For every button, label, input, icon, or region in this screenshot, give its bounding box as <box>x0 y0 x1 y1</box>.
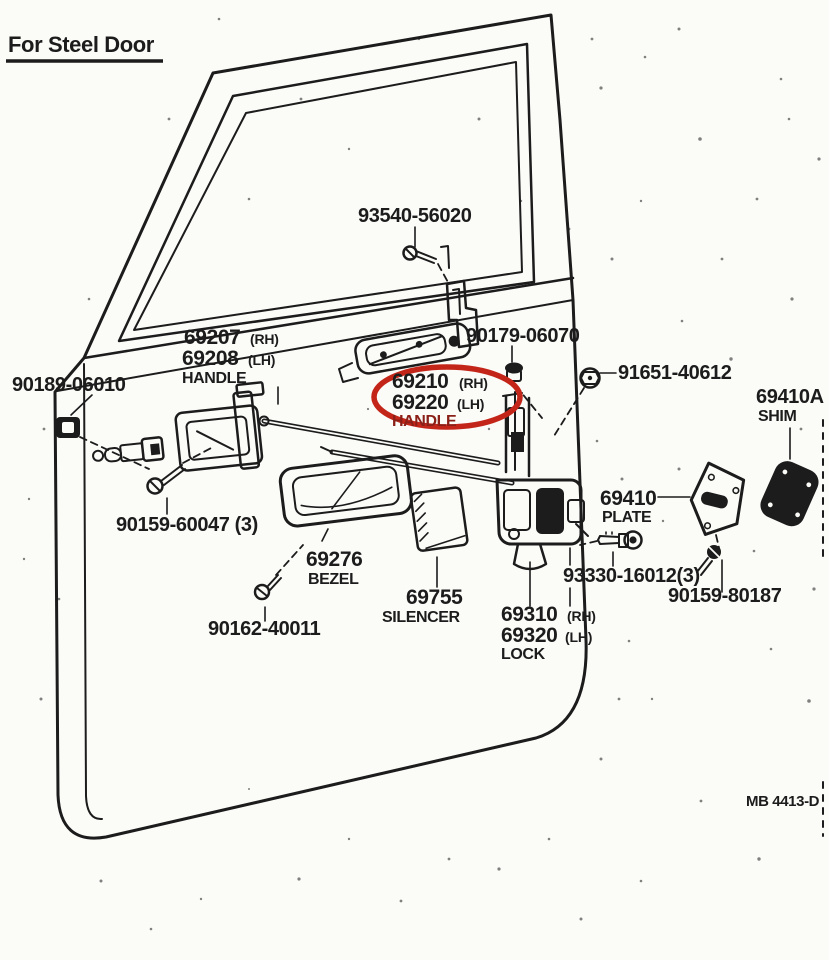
doc-reference: MB 4413-D <box>746 793 820 810</box>
handle-end-cap-art <box>338 362 359 383</box>
label-clip: 90189-06010 <box>12 374 126 396</box>
silencer-art <box>409 486 469 552</box>
label-shim-name: SHIM <box>758 408 796 425</box>
screw-art-90162 <box>253 574 282 601</box>
label-grommet: 90179-06070 <box>466 325 580 347</box>
label-bezel-number: 69276 <box>306 548 362 571</box>
door-outline <box>53 13 588 840</box>
grommet-art-90179 <box>505 362 523 382</box>
label-silencer-name: SILENCER <box>382 609 461 626</box>
inside-handle-art <box>92 381 265 472</box>
label-lock-lh: 69320 <box>501 624 557 647</box>
window-frame-inner <box>133 61 523 331</box>
outside-handle-art <box>354 322 472 375</box>
clip-art-90189 <box>56 417 80 438</box>
label-bezel-name: BEZEL <box>308 571 359 588</box>
labels: For Steel Door 93540-56020 69207 (RH) 69… <box>6 32 824 810</box>
label-lock-name: LOCK <box>501 646 546 663</box>
label-lock-set-bolt: 91651-40612 <box>618 362 732 384</box>
label-outside-handle-lh-side: (LH) <box>457 396 484 412</box>
window-frame-outer <box>117 42 536 343</box>
label-inside-handle-name: HANDLE <box>182 370 247 387</box>
bolt-art-93330 <box>597 530 643 550</box>
label-outside-handle-lh: 69220 <box>392 391 448 414</box>
label-outside-handle-rh: 69210 <box>392 370 448 393</box>
label-outside-handle-name: HANDLE <box>392 413 457 430</box>
door-edge-inner-line <box>83 363 103 821</box>
screw-art-90159-80187 <box>696 545 721 576</box>
handle-bracket-art <box>445 279 480 349</box>
shim-art <box>760 461 819 527</box>
label-inside-handle-lh-side: (LH) <box>248 352 275 368</box>
label-lock-bolt: 93330-16012(3) <box>563 565 700 587</box>
label-bezel-screw: 90162-40011 <box>208 618 321 640</box>
label-silencer-number: 69755 <box>406 586 463 609</box>
paper-noise-speckles <box>22 17 821 931</box>
belt-line-lower <box>56 299 574 392</box>
connecting-rods-art <box>258 415 515 486</box>
screw-art-93540 <box>402 245 450 269</box>
lock-assembly-art <box>495 391 589 571</box>
bolt-art-91651 <box>579 367 601 389</box>
highlight-ellipse <box>371 364 523 430</box>
label-shim-number: 69410A <box>756 386 824 408</box>
label-lock-rh-side: (RH) <box>567 608 596 624</box>
label-plate-number: 69410 <box>600 487 656 510</box>
label-outside-handle-rh-side: (RH) <box>459 375 488 391</box>
label-lock-rh: 69310 <box>501 603 557 626</box>
label-screw-handle-mount: 93540-56020 <box>358 205 472 227</box>
label-inside-handle-lh: 69208 <box>182 347 239 370</box>
label-handle-screw: 90159-60047 (3) <box>116 514 258 536</box>
label-inside-handle-rh-side: (RH) <box>250 331 279 347</box>
label-lock-lh-side: (LH) <box>565 629 592 645</box>
label-plate-name: PLATE <box>602 509 652 526</box>
screw-art-90159-60047 <box>146 464 186 495</box>
page-title: For Steel Door <box>8 32 155 57</box>
label-plate-screw: 90159-80187 <box>668 585 782 607</box>
belt-line-upper <box>82 276 575 360</box>
label-inside-handle-rh: 69207 <box>184 326 240 349</box>
striker-plate-art <box>689 461 746 536</box>
bezel-art <box>278 454 413 528</box>
